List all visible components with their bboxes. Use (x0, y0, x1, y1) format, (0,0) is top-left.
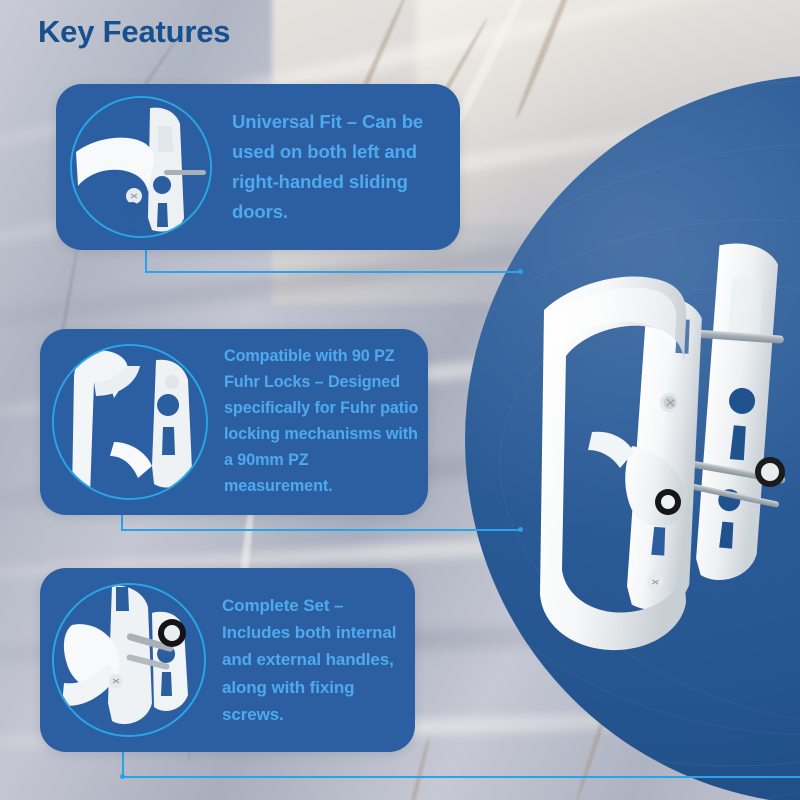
feature-text-fuhr-compatible: Compatible with 90 PZ Fuhr Locks – Desig… (224, 347, 419, 495)
feature-thumbnail-fuhr-compatible (52, 344, 208, 500)
feature-card-fuhr-compatible[interactable]: Compatible with 90 PZ Fuhr Locks – Desig… (40, 329, 428, 515)
feature-card-complete-set[interactable]: Complete Set – Includes both internal an… (40, 568, 415, 752)
feature-thumbnail-universal-fit (70, 96, 212, 238)
feature-thumbnail-complete-set (52, 583, 206, 737)
feature-text-complete-set: Complete Set – Includes both internal an… (222, 596, 397, 724)
page-title: Key Features (38, 14, 231, 49)
feature-text-universal-fit: Universal Fit – Can be used on both left… (232, 111, 424, 222)
product-handle-set (470, 150, 800, 670)
feature-card-universal-fit[interactable]: Universal Fit – Can be used on both left… (56, 84, 460, 250)
